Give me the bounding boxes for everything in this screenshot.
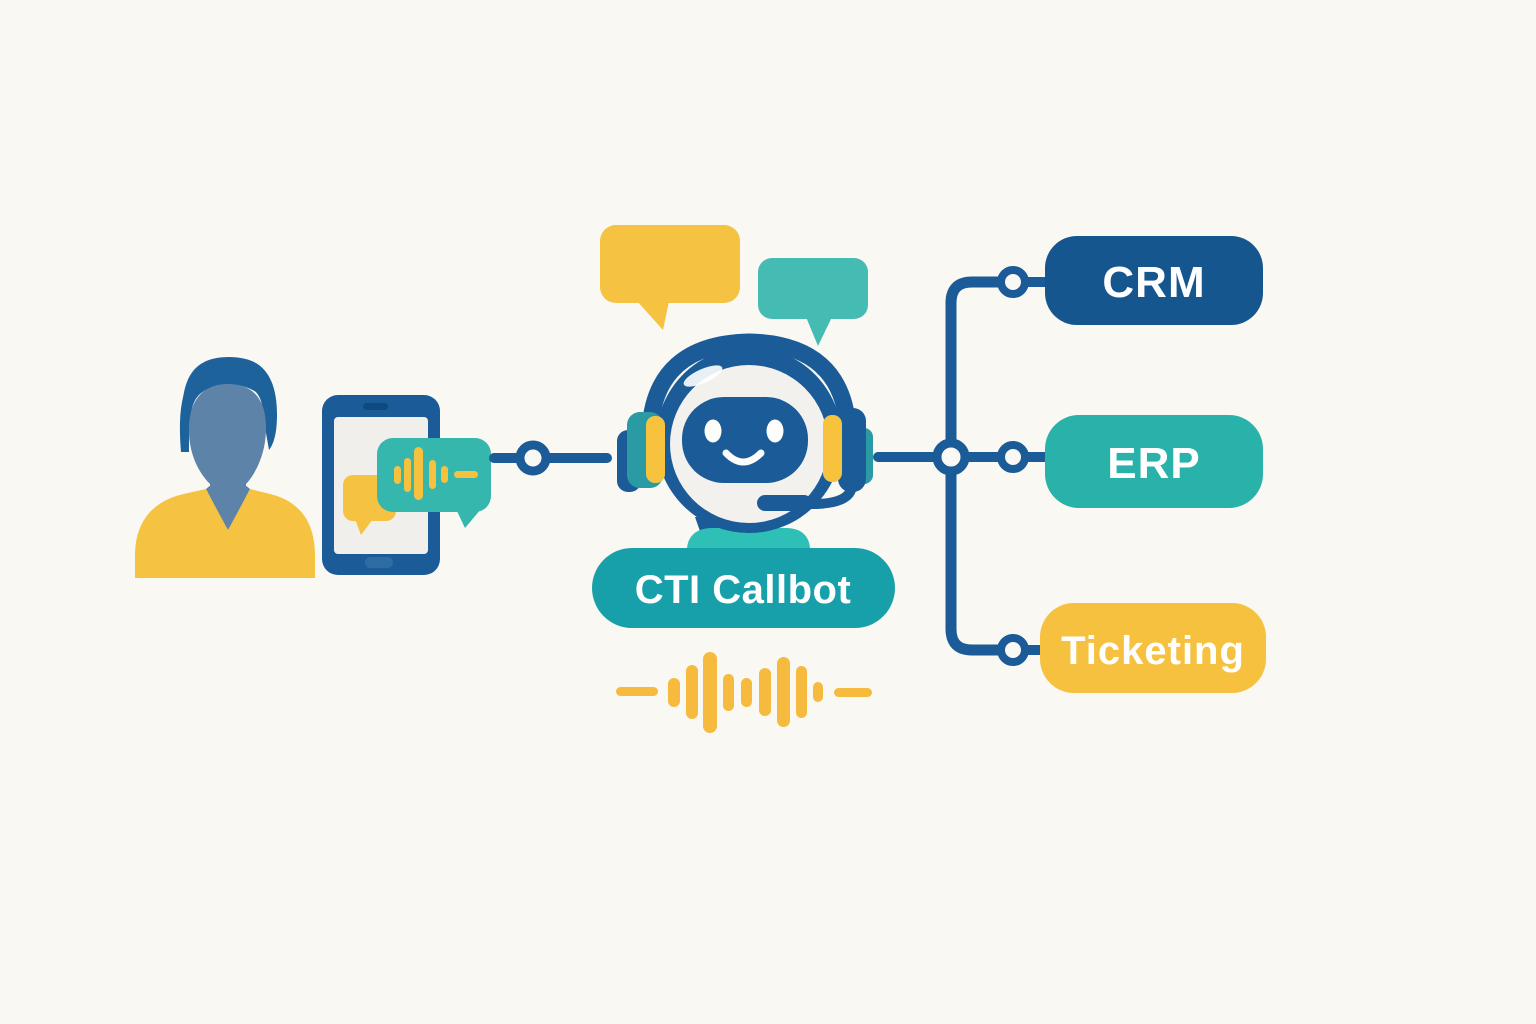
voice-waveform-icon bbox=[616, 652, 872, 733]
wave-bar bbox=[759, 668, 771, 716]
wave-bar bbox=[668, 678, 680, 707]
wave-dash-right bbox=[834, 688, 872, 697]
system-box-crm-label: CRM bbox=[1102, 258, 1205, 307]
connector-node-icon bbox=[515, 440, 551, 476]
wave-bar bbox=[723, 674, 734, 711]
voice-bubble-tail bbox=[456, 509, 481, 528]
speech-bubble-teal bbox=[758, 258, 868, 346]
robot-earcup-left bbox=[617, 412, 665, 492]
wave-dash-left bbox=[616, 687, 658, 696]
connector-right bbox=[873, 266, 1046, 666]
system-box-erp-label: ERP bbox=[1107, 439, 1200, 488]
mic-tip bbox=[757, 495, 812, 511]
person-collar bbox=[206, 484, 250, 530]
robot-eye-right bbox=[766, 419, 784, 443]
system-box-erp-bg bbox=[1045, 415, 1263, 508]
wave-bar bbox=[813, 682, 823, 702]
speech-bubble-yellow-body bbox=[600, 225, 740, 303]
system-box-ticketing-label: Ticketing bbox=[1061, 629, 1245, 673]
speech-bubble-teal-body bbox=[758, 258, 868, 319]
connector-node-icon bbox=[997, 441, 1029, 473]
callbot-robot-headset-icon bbox=[617, 333, 873, 560]
robot-headband bbox=[641, 333, 857, 431]
speech-bubble-teal-tail bbox=[806, 317, 832, 346]
mic-boom bbox=[795, 481, 857, 509]
connector-node-icon bbox=[932, 438, 970, 476]
wave-bar bbox=[741, 678, 752, 707]
system-box-crm: CRM bbox=[1045, 236, 1263, 325]
robot-earcup-right bbox=[823, 408, 873, 492]
system-box-ticketing-bg bbox=[1040, 603, 1266, 693]
robot-smile bbox=[722, 449, 765, 466]
phone-home-button bbox=[365, 557, 393, 568]
connector-node-icon bbox=[997, 634, 1029, 666]
system-box-ticketing: Ticketing bbox=[1040, 603, 1266, 693]
callbot-label-pill: CTI Callbot bbox=[592, 548, 895, 628]
earcup-left-pad bbox=[646, 416, 665, 483]
wave-bar bbox=[686, 665, 698, 719]
phone-speaker bbox=[363, 403, 388, 410]
connector-branch-crm bbox=[945, 276, 1000, 444]
earcup-right-pad bbox=[823, 415, 842, 482]
connector-left bbox=[489, 440, 612, 476]
system-box-crm-bg bbox=[1045, 236, 1263, 325]
person-face bbox=[189, 384, 266, 528]
system-box-erp: ERP bbox=[1045, 415, 1263, 508]
robot-eye-left bbox=[704, 419, 722, 443]
wave-bar bbox=[777, 657, 790, 727]
person-hair-top bbox=[182, 357, 277, 430]
person-shirt bbox=[135, 489, 315, 578]
speech-bubble-yellow-tail bbox=[637, 301, 669, 330]
wave-bar bbox=[796, 666, 807, 718]
robot-microphone bbox=[757, 481, 857, 511]
voice-message-bubble-icon bbox=[377, 438, 491, 528]
callbot-pill-label: CTI Callbot bbox=[635, 568, 852, 612]
wave-bar bbox=[703, 652, 717, 733]
connector-branch-ticketing bbox=[945, 471, 1000, 656]
chat-bubble-tail bbox=[355, 519, 373, 535]
robot-head-shine bbox=[683, 365, 723, 387]
callbot-pill-bg bbox=[592, 548, 895, 628]
speech-bubble-yellow bbox=[600, 225, 740, 330]
connector-node-icon bbox=[997, 266, 1029, 298]
user-avatar-icon bbox=[135, 357, 315, 578]
robot-visor bbox=[682, 397, 808, 483]
voice-waveform-small-icon bbox=[394, 447, 478, 500]
earcup-right-cup bbox=[838, 408, 866, 492]
